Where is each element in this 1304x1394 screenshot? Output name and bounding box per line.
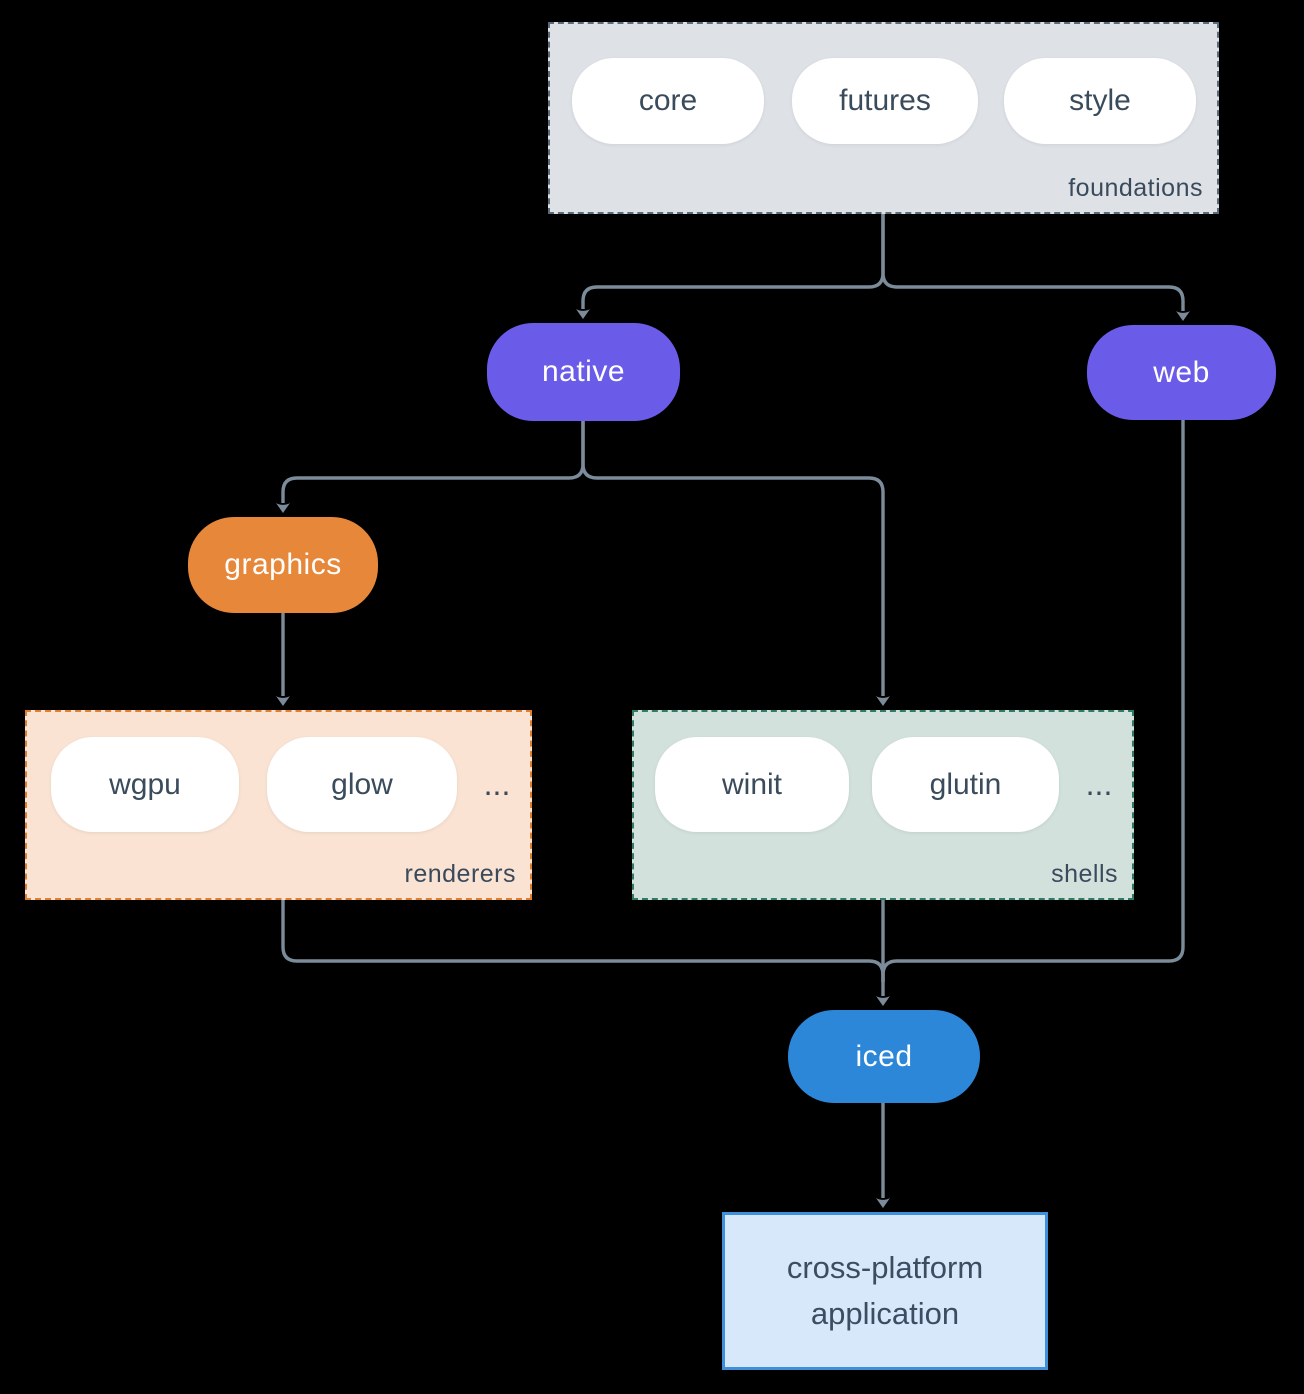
crate-pill-glow: glow <box>267 737 457 832</box>
edge-foundations-web <box>881 214 1190 321</box>
crate-pill-glutin: glutin <box>872 737 1059 832</box>
edge-native-shells <box>581 421 890 706</box>
edge-native-graphics <box>276 421 585 513</box>
edge-renderers-iced <box>281 900 885 982</box>
crate-pill-core: core <box>572 58 764 144</box>
crate-pill-wgpu: wgpu <box>51 737 239 832</box>
crate-pill-style: style <box>1004 58 1196 144</box>
renderers-group-label: renderers <box>404 860 516 888</box>
foundations-group-label: foundations <box>1068 174 1203 202</box>
renderers-group-box: wgpu glow ... renderers <box>25 710 532 900</box>
foundations-group-box: core futures style foundations <box>548 22 1219 214</box>
node-iced: iced <box>788 1010 980 1103</box>
crate-pill-futures: futures <box>792 58 978 144</box>
application-label-line1: cross-platform <box>786 1250 984 1286</box>
application-label-line2: application <box>810 1296 960 1331</box>
shells-group-label: shells <box>1051 860 1118 888</box>
node-native: native <box>487 323 680 421</box>
application-box: cross-platform application <box>722 1212 1048 1370</box>
shells-ellipsis: ... <box>1085 766 1113 802</box>
shells-group-box: winit glutin ... shells <box>632 710 1134 900</box>
node-graphics: graphics <box>188 517 378 613</box>
edge-foundations-native <box>576 214 885 319</box>
crate-pill-winit: winit <box>655 737 849 832</box>
node-web: web <box>1087 325 1276 420</box>
renderers-ellipsis: ... <box>483 766 511 802</box>
